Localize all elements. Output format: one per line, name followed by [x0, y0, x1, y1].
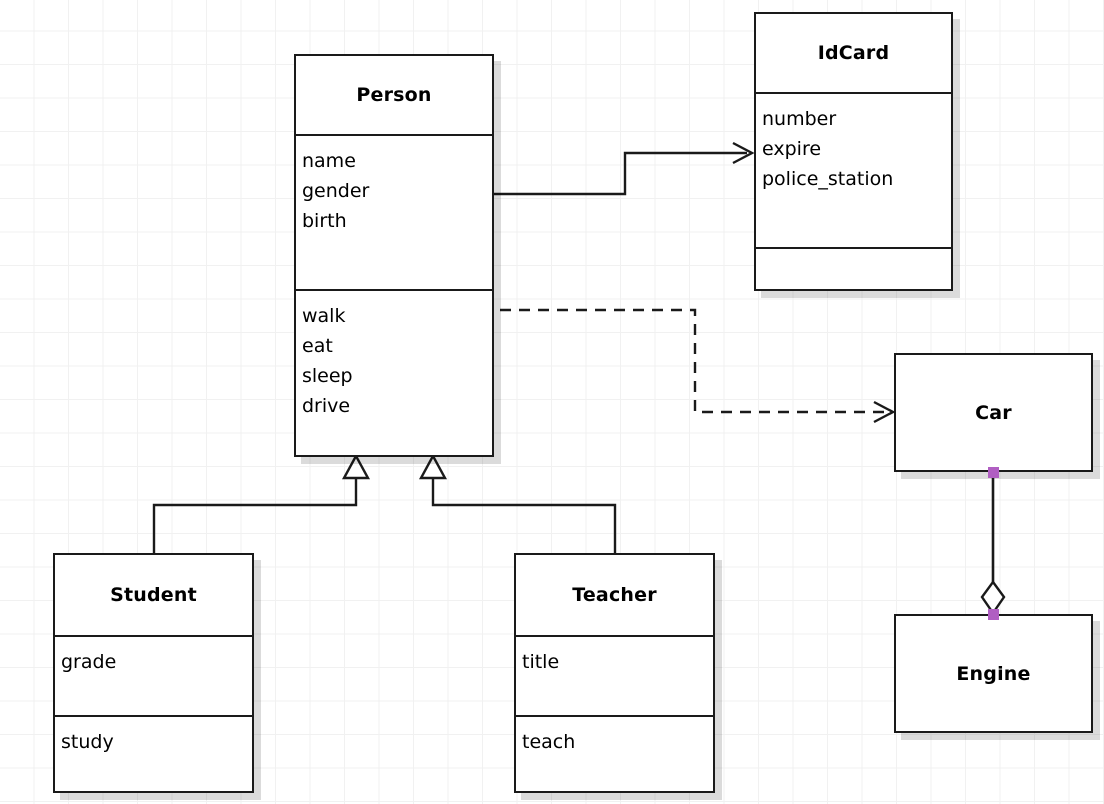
class-box-student[interactable]: Student grade study	[53, 553, 254, 793]
attribute-item: expire	[762, 138, 822, 160]
operation-item: drive	[302, 395, 351, 417]
class-title-car: Car	[896, 355, 1091, 470]
class-name-label: Car	[975, 401, 1012, 424]
class-box-idcard[interactable]: IdCard number expire police_station	[754, 12, 953, 291]
attribute-item: gender	[302, 180, 370, 202]
operation-item: eat	[302, 335, 333, 357]
operation-item: study	[61, 731, 114, 753]
class-operations-student: study	[55, 715, 252, 795]
attribute-item: number	[762, 108, 837, 130]
class-title-teacher: Teacher	[516, 555, 713, 635]
class-name-label: IdCard	[817, 42, 890, 64]
class-operations-idcard	[756, 247, 951, 293]
class-attributes-idcard: number expire police_station	[756, 92, 951, 247]
class-title-engine: Engine	[896, 616, 1091, 731]
operation-item: teach	[522, 731, 576, 753]
generalization-student-person[interactable]	[152, 453, 371, 553]
association-person-idcard[interactable]	[494, 141, 755, 196]
class-box-engine[interactable]: Engine	[894, 614, 1093, 733]
class-title-student: Student	[55, 555, 252, 635]
operation-item: walk	[302, 305, 346, 327]
class-title-person: Person	[296, 56, 492, 134]
class-operations-teacher: teach	[516, 715, 713, 795]
class-box-teacher[interactable]: Teacher title teach	[514, 553, 715, 793]
class-attributes-teacher: title	[516, 635, 713, 715]
operation-item: sleep	[302, 365, 353, 387]
class-attributes-student: grade	[55, 635, 252, 715]
class-attributes-person: name gender birth	[296, 134, 492, 289]
class-title-idcard: IdCard	[756, 14, 951, 92]
aggregation-car-engine[interactable]	[980, 472, 1006, 616]
class-operations-person: walk eat sleep drive	[296, 289, 492, 459]
selection-handle-engine-endpoint[interactable]	[988, 609, 999, 620]
generalization-teacher-person[interactable]	[418, 453, 617, 553]
dependency-person-car[interactable]	[500, 308, 896, 424]
attribute-item: police_station	[762, 168, 894, 190]
attribute-item: name	[302, 150, 356, 172]
class-name-label: Engine	[956, 662, 1031, 685]
class-name-label: Teacher	[572, 584, 657, 606]
class-box-person[interactable]: Person name gender birth walk eat sleep …	[294, 54, 494, 457]
selection-handle-car-endpoint[interactable]	[988, 467, 999, 478]
class-box-car[interactable]: Car	[894, 353, 1093, 472]
attribute-item: title	[522, 651, 560, 673]
attribute-item: birth	[302, 210, 347, 232]
class-name-label: Student	[110, 584, 197, 606]
class-name-label: Person	[356, 84, 432, 106]
attribute-item: grade	[61, 651, 117, 673]
